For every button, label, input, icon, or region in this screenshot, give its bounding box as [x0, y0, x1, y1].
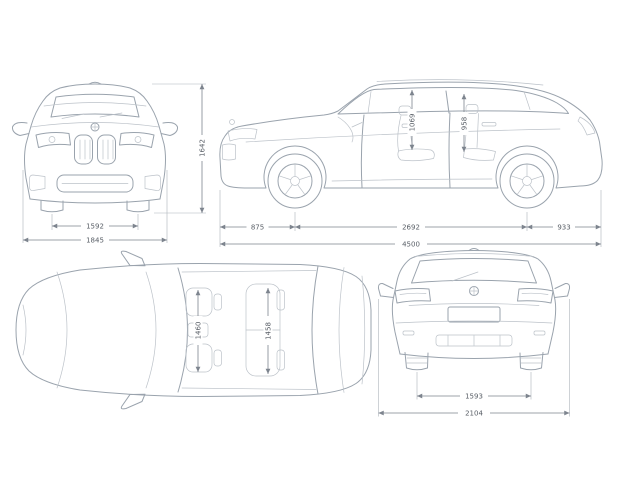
top-view-drawing [15, 250, 372, 410]
antenna-fin [88, 81, 102, 85]
left-mirror [120, 250, 146, 267]
wheelbase-label: 2692 [402, 223, 420, 231]
side-view: 875 2692 933 4500 1069 [219, 79, 603, 249]
front-grille [222, 143, 236, 161]
spoiler-line [413, 253, 535, 257]
front-view-drawing [11, 81, 179, 213]
top-view-dimensions: 1460 1458 [193, 288, 273, 374]
dim-rear-overhang: 933 [527, 222, 601, 232]
front-overhang-label: 875 [251, 223, 264, 231]
interior-width-front-label: 1460 [194, 322, 202, 340]
dim-rear-track-width: 1593 [417, 391, 531, 401]
front-view-dimensions: 1592 1845 1642 [22, 83, 207, 245]
antenna-fin [468, 248, 480, 251]
bmw-roundel-icon [229, 119, 235, 125]
rear-view: 1593 2104 [377, 248, 571, 418]
top-view: 1460 1458 [15, 250, 372, 410]
cowl-line [145, 271, 157, 389]
dim-track-width: 1592 [52, 221, 138, 231]
taillights [394, 288, 554, 304]
left-mirror [377, 282, 394, 298]
reflector [533, 330, 546, 336]
wipers [61, 112, 123, 119]
rear-bench [245, 283, 285, 377]
dim-overall-height: 1642 [197, 84, 207, 213]
interior-width-rear-label: 1458 [264, 322, 272, 340]
diffuser [435, 334, 513, 347]
rear-view-dimensions: 1593 2104 [378, 299, 570, 418]
width-incl-mirrors-label: 2104 [465, 409, 483, 417]
overall-width-label: 1845 [86, 236, 104, 244]
headlight [227, 128, 258, 142]
windshield [50, 93, 140, 118]
roof-rail [376, 79, 544, 86]
dim-interior-width-front: 1460 [193, 290, 203, 372]
dim-overall-width: 1845 [23, 235, 167, 245]
dim-headroom-front: 1069 [407, 90, 417, 150]
headlights [35, 132, 155, 148]
reflector [402, 330, 415, 336]
front-view: 1592 1845 1642 [11, 81, 207, 245]
door-handle [481, 122, 497, 127]
license-plate [447, 306, 501, 323]
overall-height-label: 1642 [198, 139, 206, 157]
dashboard [337, 116, 363, 143]
roof-front-edge [177, 267, 188, 393]
rear-view-drawing [377, 248, 571, 371]
rear-track-width-label: 1593 [465, 392, 483, 400]
headroom-rear-label: 958 [460, 117, 468, 130]
side-front-wheel [267, 153, 323, 209]
front-right-wheel [126, 200, 150, 213]
dim-wheelbase: 2692 [295, 222, 527, 232]
left-mirror [11, 122, 30, 136]
right-mirror [160, 122, 179, 136]
dim-width-incl-mirrors: 2104 [378, 408, 570, 418]
bmw-roundel-icon [469, 286, 479, 296]
rear-right-wheel [519, 352, 544, 371]
front-seats [185, 287, 222, 373]
roof-rails [181, 270, 317, 390]
dim-overall-length: 4500 [220, 239, 601, 249]
side-view-dimensions: 875 2692 933 4500 1069 [219, 90, 602, 249]
dim-front-overhang: 875 [220, 222, 295, 232]
rear-left-wheel [404, 352, 429, 371]
rear-wiper [451, 271, 479, 282]
bmw-roundel-icon [90, 122, 100, 132]
dim-interior-width-rear: 1458 [263, 288, 273, 374]
glasshouse [337, 86, 569, 115]
rear-window [411, 258, 537, 284]
taillight [577, 116, 596, 136]
front-left-wheel [40, 200, 64, 213]
side-view-drawing [219, 79, 603, 209]
b-pillar [445, 90, 450, 114]
front-track-width-label: 1592 [86, 222, 104, 230]
rear-overhang-label: 933 [557, 223, 570, 231]
side-rear-wheel [499, 153, 555, 209]
dim-headroom-rear: 958 [459, 94, 469, 152]
overall-length-label: 4500 [402, 240, 420, 248]
headroom-front-label: 1069 [408, 114, 416, 132]
lower-intake [56, 174, 134, 193]
kidney-grille [74, 134, 116, 165]
right-mirror [554, 282, 571, 298]
roof-rear-edge [311, 265, 319, 395]
right-mirror [120, 393, 146, 410]
